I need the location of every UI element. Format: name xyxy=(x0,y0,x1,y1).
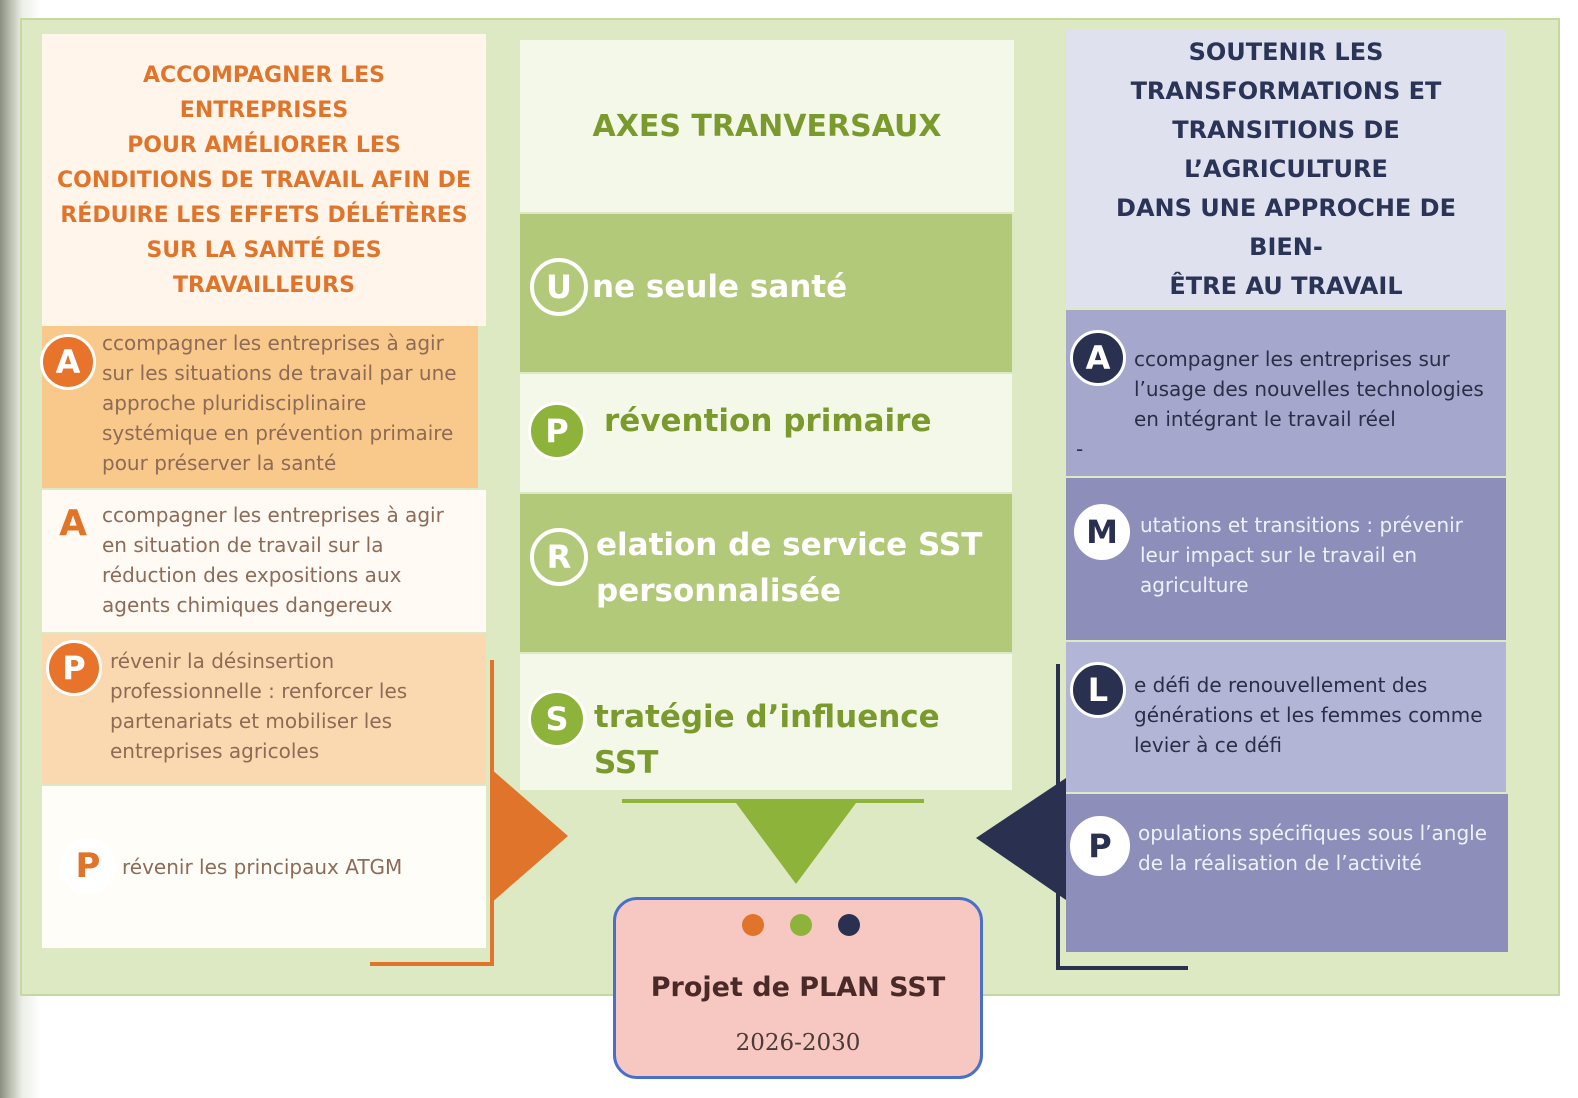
green-dot-icon xyxy=(790,914,812,936)
text-line: de la réalisation de l’activité xyxy=(1138,851,1422,875)
text-line: e défi de renouvellement des xyxy=(1134,673,1428,697)
left-title-line: TRAVAILLEURS xyxy=(173,272,355,298)
letter-badge-icon: A xyxy=(59,502,87,544)
text-line: ne seule santé xyxy=(592,269,848,305)
text-line: en intégrant le travail réel xyxy=(1134,407,1396,431)
axe-box-4: S tratégie d’influence SST xyxy=(520,654,1012,790)
right-item-1: A ccompagner les entreprises sur l’usage… xyxy=(1066,310,1506,476)
axe-4-text: tratégie d’influence SST xyxy=(594,694,1012,786)
orange-dot-icon xyxy=(742,914,764,936)
left-item-1: A ccompagner les entreprises à agir sur … xyxy=(40,326,478,488)
middle-arrow-icon xyxy=(736,803,856,884)
right-title-line: TRANSITIONS DE L’AGRICULTURE xyxy=(1172,115,1400,183)
axe-2-text: révention primaire xyxy=(604,398,931,444)
middle-column-title: AXES TRANVERSAUX xyxy=(520,40,1014,212)
left-column-title: ACCOMPAGNER LES ENTREPRISES POUR AMÉLIOR… xyxy=(42,34,486,326)
text-line: systémique en prévention primaire xyxy=(102,421,454,445)
axe-3-text: elation de service SST personnalisée xyxy=(596,522,982,614)
text-line: réduction des expositions aux xyxy=(102,563,402,587)
text-line: approche pluridisciplinaire xyxy=(102,391,367,415)
axe-box-3: R elation de service SST personnalisée xyxy=(520,494,1012,652)
letter-badge-icon: P xyxy=(1070,816,1130,876)
right-item-3: L e défi de renouvellement des génératio… xyxy=(1066,642,1506,792)
left-item-1-text: ccompagner les entreprises à agir sur le… xyxy=(102,328,457,478)
letter-badge-icon: P xyxy=(60,838,116,894)
text-line: agriculture xyxy=(1140,573,1249,597)
right-item-2: M utations et transitions : prévenir leu… xyxy=(1066,478,1506,640)
letter-badge-icon: S xyxy=(528,690,586,748)
text-line: partenariats et mobiliser les xyxy=(110,709,393,733)
right-title-line: DANS UNE APPROCHE DE BIEN- xyxy=(1116,193,1456,261)
text-line: elation de service SST xyxy=(596,527,983,563)
left-title-line: CONDITIONS DE TRAVAIL AFIN DE xyxy=(57,167,471,193)
text-line: pour préserver la santé xyxy=(102,451,337,475)
letter-badge-icon: P xyxy=(46,640,102,696)
right-connector-line xyxy=(1056,664,1188,970)
text-line: ccompagner les entreprises à agir xyxy=(102,503,444,527)
text-line: générations et les femmes comme xyxy=(1134,703,1483,727)
left-item-3-text: révenir la désinsertion professionnelle … xyxy=(110,646,407,766)
text-line: ccompagner les entreprises à agir xyxy=(102,331,444,355)
plan-years: 2026-2030 xyxy=(735,1030,861,1056)
text-line: ccompagner les entreprises sur xyxy=(1134,347,1450,371)
left-title-line: SUR LA SANTÉ DES xyxy=(146,237,382,263)
right-item-4-text: opulations spécifiques sous l’angle de l… xyxy=(1138,818,1487,878)
text-line: l’usage des nouvelles technologies xyxy=(1134,377,1484,401)
text-line: professionnelle : renforcer les xyxy=(110,679,408,703)
right-title-line: ÊTRE AU TRAVAIL xyxy=(1169,271,1403,300)
right-arrow-icon xyxy=(976,778,1066,900)
letter-badge-icon: A xyxy=(40,334,96,390)
letter-badge-icon: R xyxy=(530,528,588,586)
text-line: révenir la désinsertion xyxy=(110,649,335,673)
text-line: agents chimiques dangereux xyxy=(102,593,393,617)
left-title-line: ACCOMPAGNER LES ENTREPRISES xyxy=(142,62,386,123)
left-item-4-text: révenir les principaux ATGM xyxy=(122,852,402,882)
text-line: révenir les principaux ATGM xyxy=(122,855,403,879)
text-line: tratégie d’influence SST xyxy=(594,699,940,781)
letter-badge-icon: M xyxy=(1074,504,1130,560)
text-line: utations et transitions : prévenir xyxy=(1140,513,1463,537)
left-title-line: RÉDUIRE LES EFFETS DÉLÉTÈRES xyxy=(60,202,468,228)
right-item-1-text: ccompagner les entreprises sur l’usage d… xyxy=(1134,344,1484,434)
right-title-line: SOUTENIR LES xyxy=(1188,37,1384,66)
plan-title: Projet de PLAN SST xyxy=(650,972,946,1003)
text-line: personnalisée xyxy=(596,573,842,609)
left-item-3: P révenir la désinsertion professionnell… xyxy=(42,634,486,784)
axe-1-text: ne seule santé xyxy=(592,264,847,310)
right-item-4: P opulations spécifiques sous l’angle de… xyxy=(1066,794,1508,952)
right-item-2-text: utations et transitions : prévenir leur … xyxy=(1140,510,1463,600)
text-line: révention primaire xyxy=(604,403,932,439)
text-line: entreprises agricoles xyxy=(110,739,320,763)
right-title-line: TRANSFORMATIONS ET xyxy=(1130,76,1442,105)
left-item-2-text: ccompagner les entreprises à agir en sit… xyxy=(102,500,444,620)
right-item-3-text: e défi de renouvellement des générations… xyxy=(1134,670,1483,760)
letter-badge-icon: L xyxy=(1070,662,1126,718)
text-line: levier à ce défi xyxy=(1134,733,1283,757)
axe-box-1: U ne seule santé xyxy=(520,214,1012,372)
left-item-2: A ccompagner les entreprises à agir en s… xyxy=(42,490,486,632)
right-item-1-dash: - xyxy=(1076,437,1084,461)
letter-badge-icon: P xyxy=(528,402,586,460)
text-line: opulations spécifiques sous l’angle xyxy=(1138,821,1488,845)
axe-box-2: P révention primaire xyxy=(520,374,1012,492)
text-line: en situation de travail sur la xyxy=(102,533,384,557)
left-item-4: P révenir les principaux ATGM xyxy=(42,786,486,948)
letter-badge-icon: A xyxy=(1070,330,1126,386)
left-connector-line xyxy=(370,660,494,966)
text-line: leur impact sur le travail en xyxy=(1140,543,1418,567)
right-column-title: SOUTENIR LES TRANSFORMATIONS ET TRANSITI… xyxy=(1066,30,1506,308)
navy-dot-icon xyxy=(838,914,860,936)
left-arrow-icon xyxy=(490,768,568,904)
text-line: sur les situations de travail par une xyxy=(102,361,457,385)
letter-badge-icon: U xyxy=(530,258,588,316)
plan-box: Projet de PLAN SST 2026-2030 xyxy=(613,897,983,1079)
left-title-line: POUR AMÉLIORER LES xyxy=(127,132,401,158)
